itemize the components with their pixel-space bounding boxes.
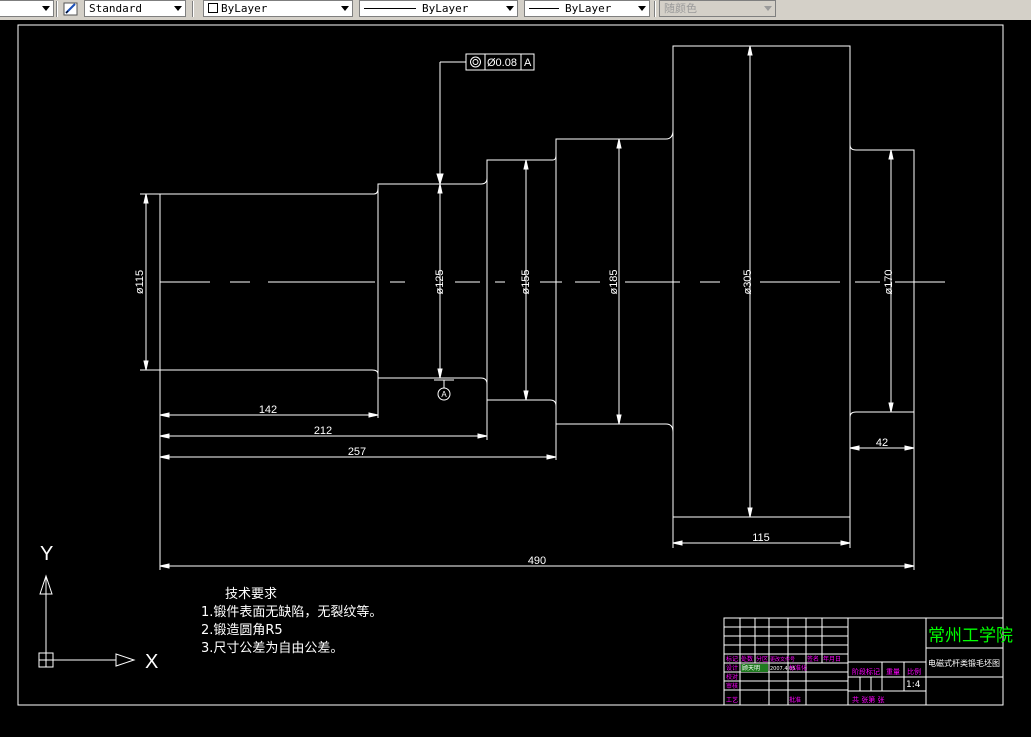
chevron-down-icon[interactable]: [638, 6, 646, 11]
datum-label: A: [441, 390, 447, 399]
chevron-down-icon[interactable]: [341, 6, 349, 11]
color-swatch-icon: [208, 3, 218, 13]
linetype-value: ByLayer: [422, 2, 469, 15]
notes-title: 技术要求: [225, 587, 277, 602]
text-style-icon[interactable]: [62, 1, 80, 17]
text-style-combo[interactable]: Standard: [84, 0, 186, 17]
scale-value: 1:4: [906, 680, 921, 690]
note-item: 3.尺寸公差为自由公差。: [201, 641, 343, 656]
datum-symbol: [434, 379, 454, 401]
previous-combo[interactable]: [0, 0, 54, 17]
plot-color-value: 随颜色: [664, 2, 697, 15]
std-label: 标准化: [789, 664, 807, 672]
dim-142: 142: [259, 404, 277, 416]
ucs-icon: [38, 574, 136, 668]
text-style-value: Standard: [89, 2, 142, 15]
approve-label: 批准: [789, 696, 801, 704]
dim-257: 257: [348, 446, 366, 458]
tb-row-label: 工艺: [726, 696, 738, 704]
linetype-sample-icon: [364, 8, 416, 9]
tb-row-label: 设计: [726, 664, 738, 672]
ucs-x-label: X: [145, 651, 158, 673]
dim-d115: ø115: [134, 270, 146, 294]
layer-value: ByLayer: [221, 2, 268, 15]
weight-label: 重量: [886, 668, 900, 676]
dim-d185: ø185: [608, 269, 620, 294]
designer-name: 顾天明: [742, 665, 760, 672]
dim-490: 490: [528, 555, 546, 567]
tolerance-datum: A: [524, 57, 532, 69]
plot-color-combo[interactable]: 随颜色: [659, 0, 776, 17]
properties-toolbar: Standard ByLayer ByLayer ByLayer 随颜色: [0, 0, 1031, 21]
diameter-dimensions: [140, 45, 894, 518]
tb-header: 标记: [726, 655, 738, 663]
toolbar-separator: [654, 1, 656, 17]
lineweight-value: ByLayer: [565, 2, 612, 15]
toolbar-separator: [56, 1, 58, 17]
chevron-down-icon[interactable]: [42, 6, 50, 11]
designer-highlight: [741, 664, 768, 672]
school-name: 常州工学院: [928, 626, 1013, 646]
dim-42: 42: [876, 437, 888, 449]
tb-header: 更改文件号: [770, 656, 795, 663]
concentricity-icon: [470, 56, 481, 68]
note-item: 1.锻件表面无缺陷，无裂纹等。: [201, 604, 382, 620]
ucs-y-label: Y: [40, 543, 53, 565]
tb-row-label: 审核: [726, 682, 738, 690]
chevron-down-icon[interactable]: [506, 6, 514, 11]
drawing-name: 电磁式杆类锻毛坯图: [928, 658, 1000, 668]
linetype-combo[interactable]: ByLayer: [359, 0, 518, 17]
chevron-down-icon[interactable]: [174, 6, 182, 11]
tb-header: 年月日: [823, 655, 841, 663]
toolbar-separator: [192, 1, 194, 17]
length-dimensions: [159, 370, 915, 570]
tb-header: 处数: [741, 655, 753, 663]
tolerance-frame: [436, 53, 535, 186]
tb-header: 签名: [807, 655, 819, 663]
lineweight-combo[interactable]: ByLayer: [524, 0, 650, 17]
lineweight-sample-icon: [529, 8, 559, 9]
technical-notes: 技术要求 1.锻件表面无缺陷，无裂纹等。 2.锻造圆角R5 3.尺寸公差为自由公…: [201, 587, 382, 656]
chevron-down-icon[interactable]: [764, 6, 772, 11]
tb-row-label: 校对: [726, 673, 738, 681]
dim-d170: ø170: [883, 269, 895, 294]
stage-label: 阶段标记: [852, 667, 880, 676]
scale-label: 比例: [907, 667, 921, 676]
note-item: 2.锻造圆角R5: [201, 623, 283, 638]
tolerance-value: Ø0.08: [487, 57, 517, 69]
design-date: 2007.4.05: [770, 666, 795, 672]
dim-d305: ø305: [742, 269, 754, 294]
sheet-text: 共 张第 张: [852, 695, 884, 704]
drawing-frame: [17, 24, 1004, 706]
layer-combo[interactable]: ByLayer: [203, 0, 353, 17]
dim-115: 115: [752, 532, 770, 544]
dim-d125: ø125: [434, 269, 446, 294]
dim-212: 212: [314, 425, 332, 437]
dim-d155: ø155: [520, 269, 532, 294]
tb-header: 分区: [756, 655, 768, 663]
